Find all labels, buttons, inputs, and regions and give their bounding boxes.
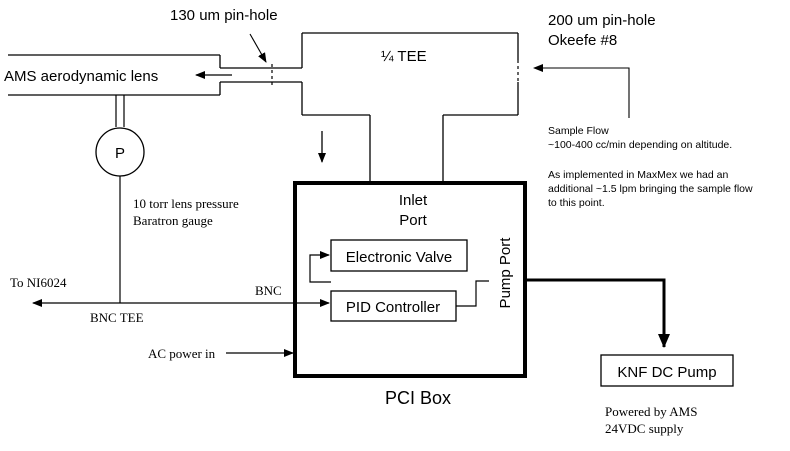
electronic-valve-label: Electronic Valve [346,249,452,266]
quarter-tee [301,32,519,182]
bnc-label: BNC [255,283,282,298]
knf-pump-box [600,354,734,387]
pinhole-130-pointer [249,33,267,63]
powered-by-label-1: Powered by AMS [605,404,697,419]
maxmex-note-1: As implemented in MaxMex we had an [548,169,728,181]
knf-pump-label: KNF DC Pump [617,364,716,381]
maxmex-note-2: additional ~1.5 lpm bringing the sample … [548,183,753,195]
ni6024-label: To NI6024 [10,275,67,290]
pid-to-valve-line [309,251,331,283]
pinhole-200-label-1: 200 um pin-hole [548,12,656,29]
baratron-label-1: 10 torr lens pressure [133,196,239,211]
maxmex-note-3: to this point. [548,197,605,209]
baratron-label-2: Baratron gauge [133,213,213,228]
pressure-tap [115,95,125,127]
sample-flow-title: Sample Flow [548,125,609,137]
pump-port-label: Pump Port [497,237,514,309]
tee-label: ¼ TEE [381,48,427,65]
powered-by-label-2: 24VDC supply [605,421,684,436]
sample-flow-rate: ~100-400 cc/min depending on altitude. [548,139,732,151]
pinhole-200-label-2: Okeefe #8 [548,32,617,49]
inlet-port-label-2: Port [399,212,427,229]
ams-lens-label: AMS aerodynamic lens [4,68,158,85]
ac-power-label: AC power in [148,346,216,361]
pinhole-130-label: 130 um pin-hole [170,7,278,24]
pressure-gauge-letter: P [115,145,125,162]
pump-line [525,278,670,348]
ams-lens-tube [8,54,302,96]
pid-to-pump-port-line [456,280,489,307]
bnc-tee-label: BNC TEE [90,310,144,325]
electronic-valve-box [330,239,468,272]
pci-box-caption: PCI Box [385,388,451,408]
pid-controller-label: PID Controller [346,299,440,316]
sample-flow-line [533,64,630,118]
inlet-port-label-1: Inlet [399,192,428,209]
